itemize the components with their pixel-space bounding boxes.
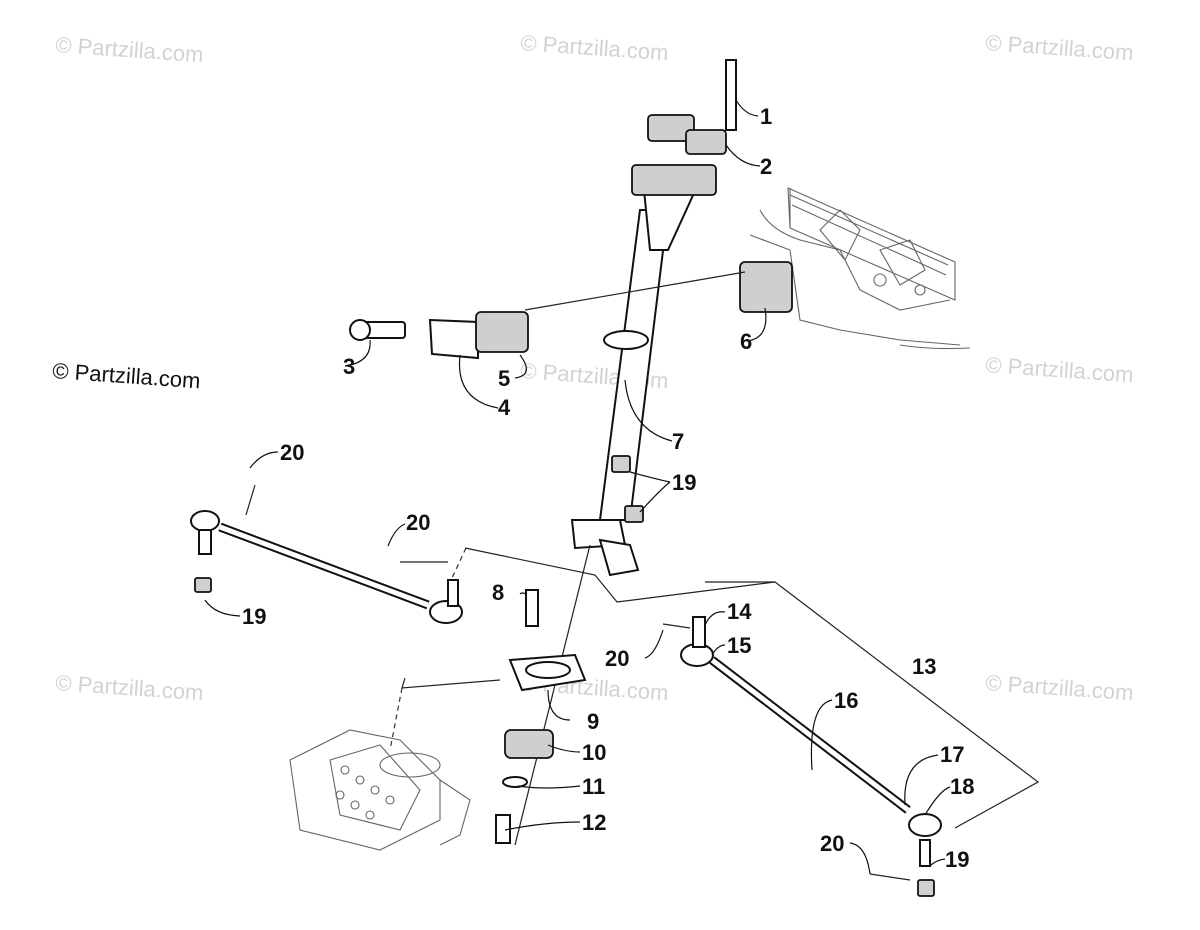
watermark-top-left: © Partzilla.com [55,32,205,67]
watermark-group: © Partzilla.com © Partzilla.com © Partzi… [52,30,1135,705]
callout-10: 10 [582,740,606,765]
callout-9: 9 [587,709,599,734]
callout-7: 7 [672,429,684,454]
callout-leaders [204,99,951,875]
callout-2: 2 [760,154,772,179]
vehicle-frame-upper [749,187,971,350]
assembly-bracket-lines [389,547,1040,829]
callout-11: 11 [582,774,605,799]
watermark-bottom-right: © Partzilla.com [985,670,1135,705]
callout-8: 8 [492,580,504,605]
callout-19-column: 19 [672,470,696,495]
callout-20-left-top: 20 [280,440,304,465]
upper-clamps [631,59,737,196]
callout-20-right-mid: 20 [605,646,629,671]
callout-12: 12 [582,810,606,835]
watermark-top-right: © Partzilla.com [985,30,1135,65]
callout-15: 15 [727,633,751,658]
callout-19-left: 19 [242,604,266,629]
callout-6: 6 [740,329,752,354]
callout-20-right-bottom: 20 [820,831,844,856]
column-brackets [349,261,793,360]
callout-1: 1 [760,104,772,129]
watermark-middle-right: © Partzilla.com [985,352,1135,387]
callout-3: 3 [343,354,355,379]
callout-labels: 1 2 3 4 5 6 7 8 9 10 11 12 13 14 15 16 1… [242,104,974,872]
right-tie-rod [662,616,942,897]
callout-19-right: 19 [945,847,969,872]
callout-5: 5 [498,366,510,391]
callout-18: 18 [950,774,974,799]
callout-14: 14 [727,599,752,624]
watermark-top-center: © Partzilla.com [520,30,670,65]
callout-16: 16 [834,688,858,713]
callout-17: 17 [940,742,964,767]
steering-column [514,179,702,846]
vehicle-floor-lower [289,729,471,851]
column-nuts [611,455,644,523]
watermark-main: © Partzilla.com [52,358,202,393]
callout-13: 13 [912,654,936,679]
lower-bearing-parts [495,589,587,844]
callout-20-left-mid: 20 [406,510,430,535]
left-tie-rod [190,484,463,624]
watermark-bottom-left: © Partzilla.com [55,670,205,705]
callout-4: 4 [498,395,511,420]
